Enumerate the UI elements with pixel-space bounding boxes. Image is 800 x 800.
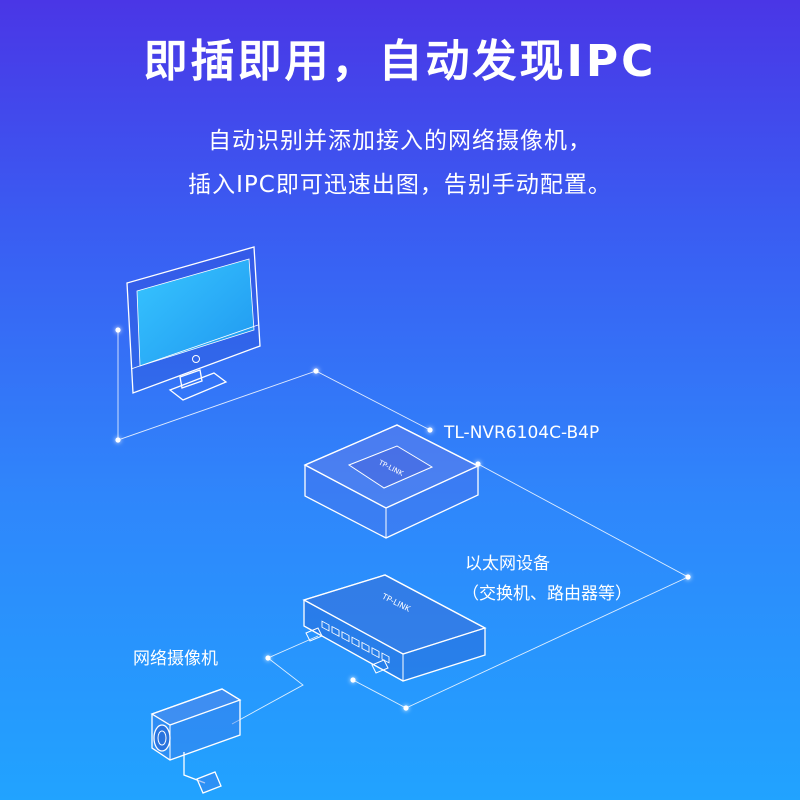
subtitle-line-2: 插入IPC即可迅速出图，告别手动配置。 [188, 172, 612, 198]
camera-icon [150, 688, 242, 794]
node-dot [350, 677, 356, 683]
ethernet-plug-icon [305, 627, 389, 674]
ethernet-device-desc: （交换机、路由器等） [462, 584, 632, 604]
node-dot [115, 327, 121, 333]
node-dot [115, 437, 121, 443]
ethernet-device-label: 以太网设备 [465, 554, 550, 574]
nvr-switch-line [352, 463, 690, 709]
monitor-nvr-line [117, 330, 431, 441]
subtitle-line-1: 自动识别并添加接入的网络摄像机， [208, 128, 592, 154]
switch-ports [321, 620, 390, 664]
page-title: 即插即用，自动发现IPC [143, 36, 657, 87]
node-dot [685, 574, 691, 580]
nvr-device-icon [303, 424, 480, 539]
monitor-icon [126, 246, 261, 401]
node-dot [265, 655, 271, 661]
camera-label: 网络摄像机 [133, 649, 218, 669]
node-dot [427, 427, 433, 433]
node-dot [313, 368, 319, 374]
node-dots [115, 327, 691, 711]
switch-device-icon [302, 574, 487, 682]
nvr-model-label: TL-NVR6104C-B4P [444, 423, 600, 443]
switch-camera-line [231, 635, 319, 725]
connection-lines [117, 330, 690, 725]
node-dot [403, 705, 409, 711]
